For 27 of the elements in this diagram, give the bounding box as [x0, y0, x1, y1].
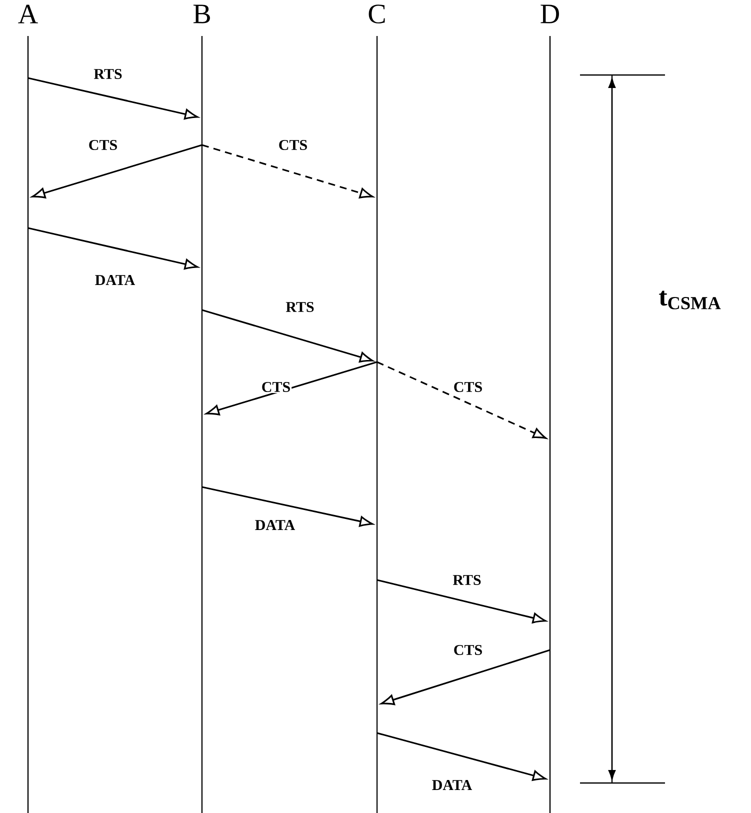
message-label: CTS [452, 644, 484, 656]
message-label: RTS [284, 300, 316, 314]
message-label: DATA [430, 779, 474, 791]
message-label: CTS [260, 380, 292, 394]
message-label: CTS [277, 138, 309, 152]
message-label: RTS [92, 68, 124, 80]
message-arrow [380, 649, 550, 706]
message-arrow [376, 579, 546, 624]
message-label: DATA [94, 274, 136, 286]
message-arrow [376, 361, 546, 439]
lifeline: A [18, 4, 38, 813]
message-arrow [202, 486, 374, 527]
message-arrow [202, 309, 374, 362]
message-label: DATA [254, 519, 296, 531]
message-arrow [376, 732, 546, 781]
message-arrow [206, 361, 378, 416]
message-label: RTS [452, 574, 482, 586]
message-arrow [28, 227, 198, 270]
duration-label: t$_{CSMA}$ [659, 290, 721, 310]
message-arrow [32, 144, 202, 198]
lifeline: B [193, 4, 210, 813]
message-arrow [28, 77, 198, 120]
lifeline: C [368, 4, 385, 813]
message-label: CTS [452, 380, 484, 394]
lifeline: D [540, 4, 559, 813]
message-arrow [202, 144, 374, 198]
message-label: CTS [87, 138, 119, 152]
